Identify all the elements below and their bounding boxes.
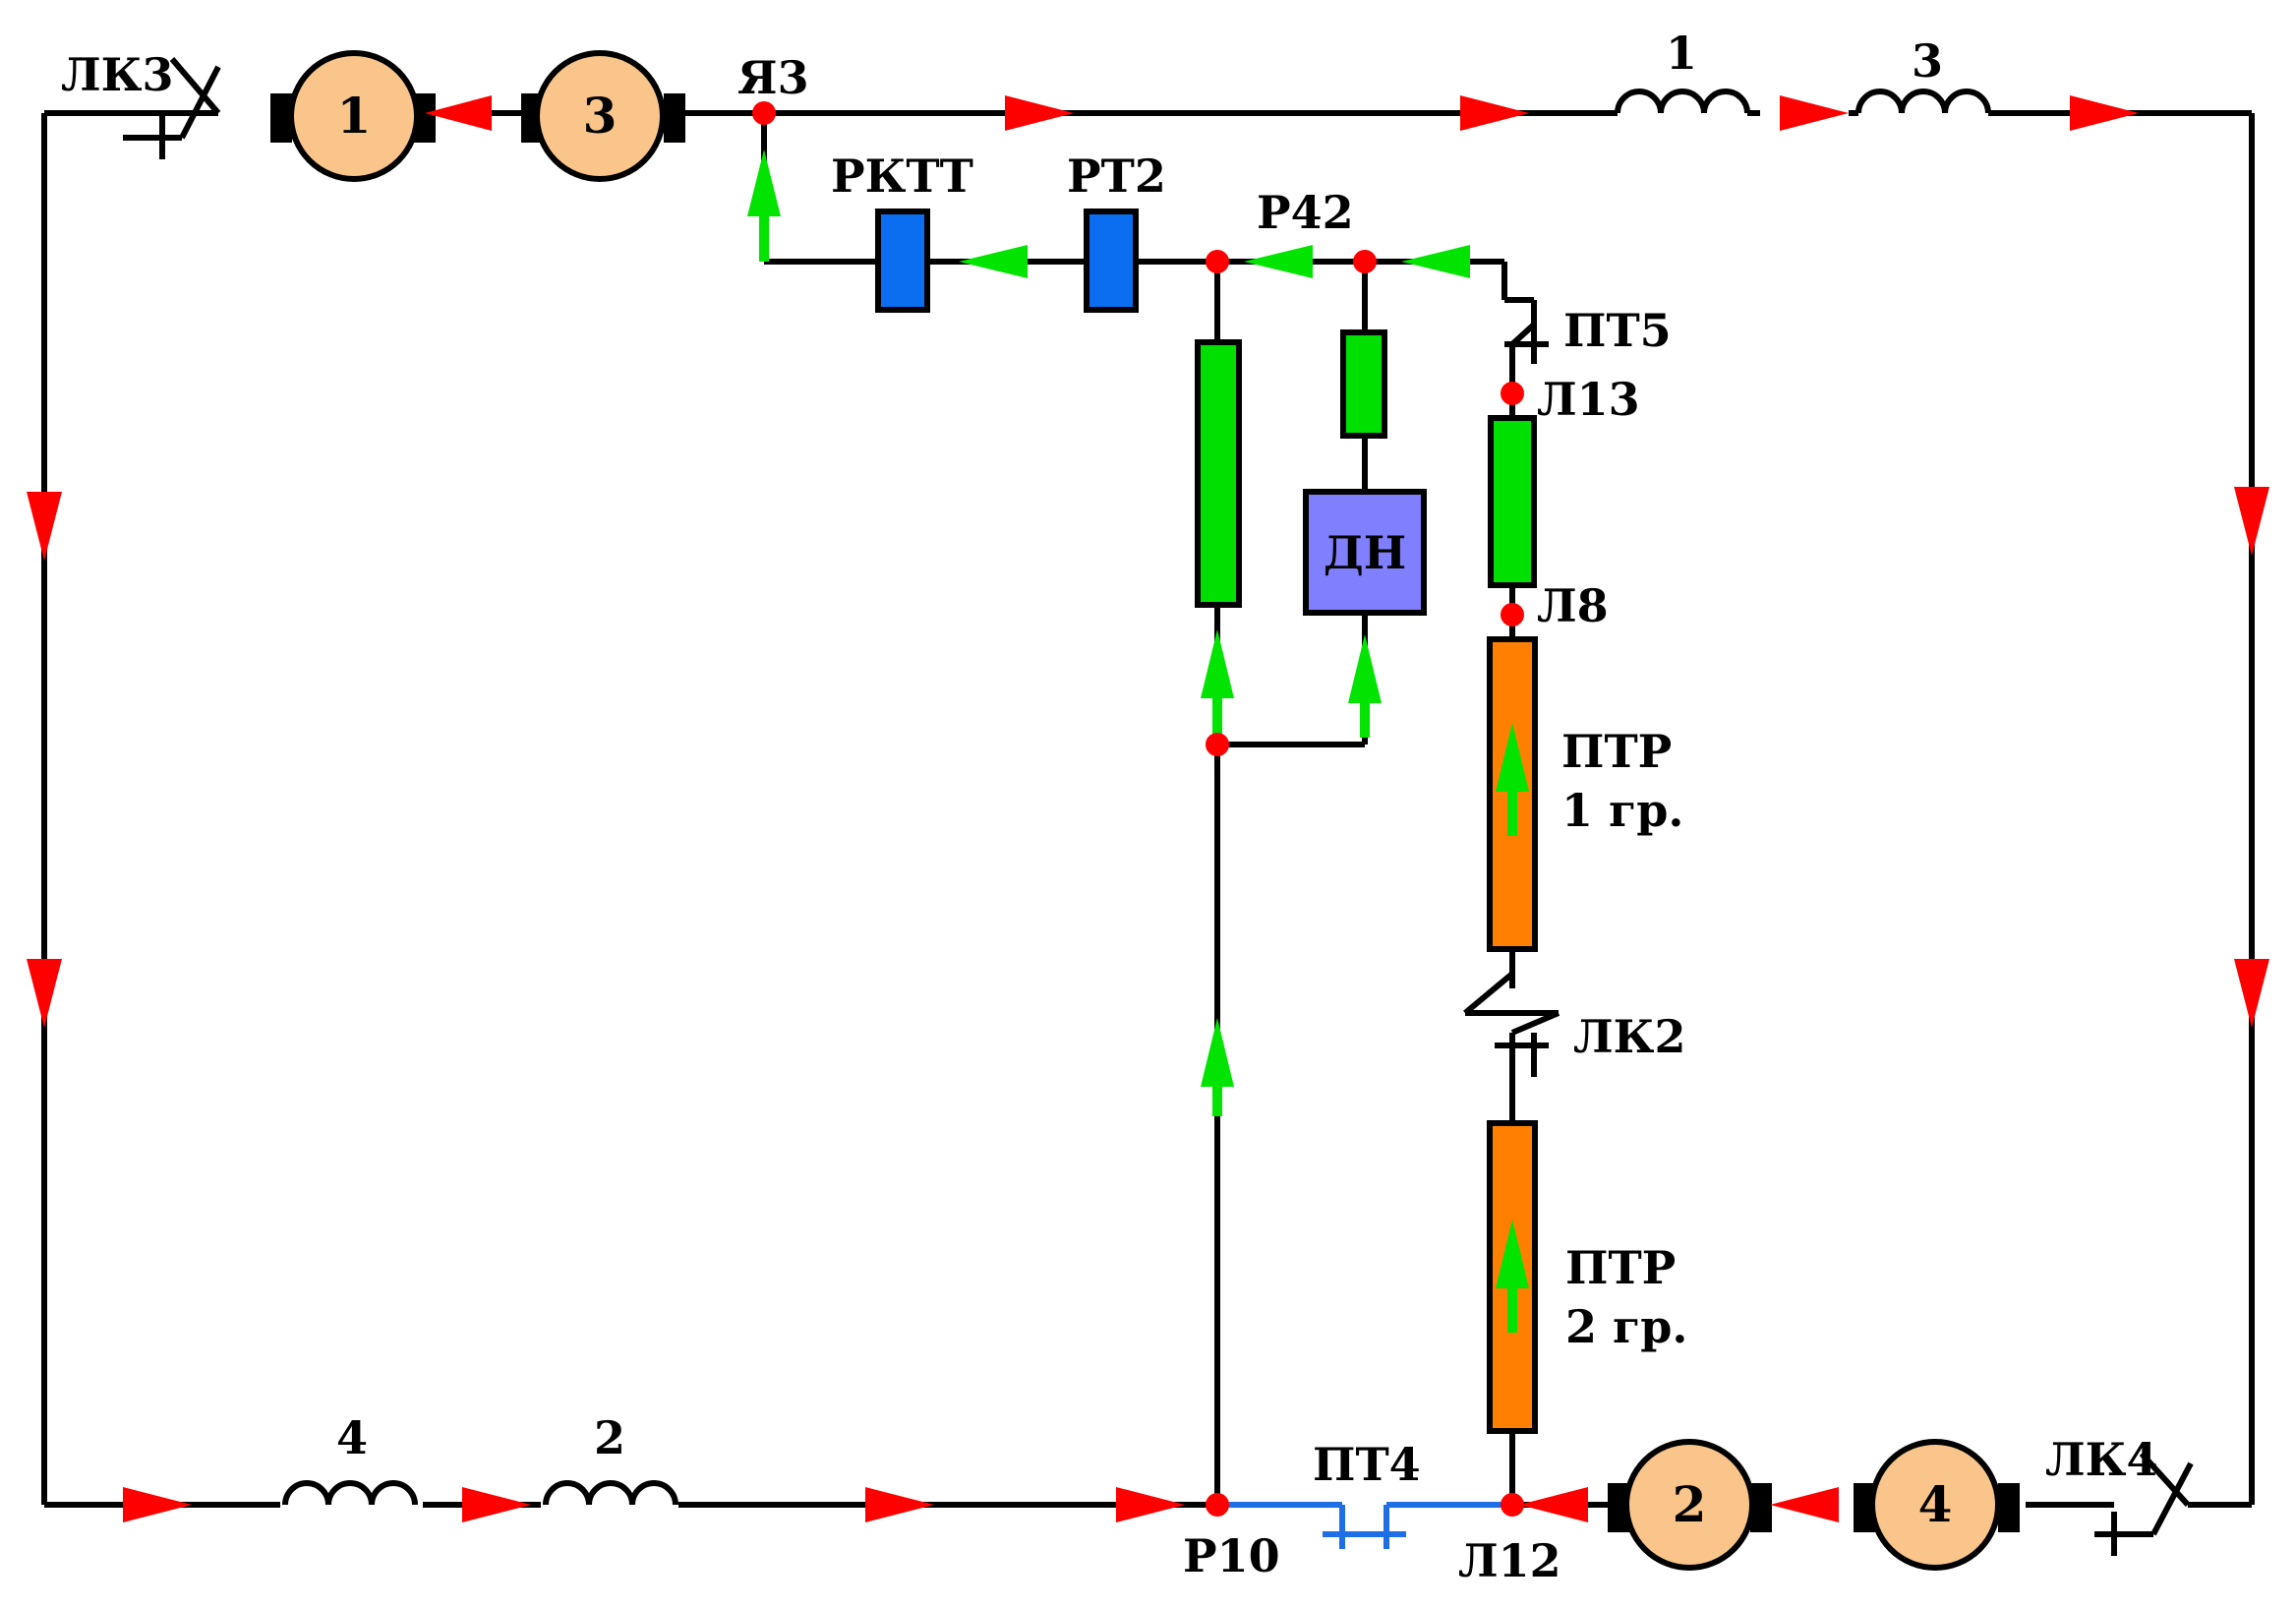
lk4-label: ЛК4 [2045,1433,2158,1486]
winding-2 [543,1480,678,1506]
main-circuit-wires [41,110,2255,1508]
ptr1-label-line2: 1 гр. [1561,784,1683,837]
motor-1: 1 [270,50,436,182]
r42-label: Р42 [1257,186,1354,239]
rktt-coil [875,209,930,313]
lk3-contact [123,57,221,159]
junction-dots [752,101,1524,1517]
motor-2: 2 [1608,1439,1772,1571]
l13-label: Л13 [1537,373,1640,426]
rt2-coil [1084,209,1139,313]
pt5-contact [1504,297,1549,364]
r10-label: Р10 [1183,1529,1280,1582]
winding-1-label: 1 [1666,27,1697,80]
winding-4-label: 4 [336,1411,368,1464]
resistor-middle [1195,339,1242,608]
motor-1-label: 1 [337,87,372,145]
winding-2-label: 2 [594,1411,625,1464]
motor-3: 3 [521,50,685,182]
current-arrows-green [747,149,1529,1333]
l8-label: Л8 [1537,579,1609,632]
pt5-label: ПТ5 [1563,304,1672,357]
pt4-label: ПТ4 [1313,1438,1421,1491]
rktt-label: РКТТ [831,149,973,203]
motor-2-label: 2 [1673,1475,1707,1533]
l12-label: Л12 [1458,1534,1561,1587]
winding-3 [1849,89,1996,116]
lk4-contact [2094,1451,2194,1556]
dn-label: ДН [1324,526,1406,579]
pt4-contact [1323,1505,1406,1549]
resistor-dn [1340,329,1387,439]
winding-3-label: 3 [1912,34,1943,88]
ptr2-label-line2: 2 гр. [1565,1300,1687,1353]
ptr2-label-line1: ПТР [1565,1241,1676,1294]
ya3-label: Я3 [737,51,809,104]
winding-1 [1613,89,1760,116]
motor-3-label: 3 [583,87,618,145]
motor-4-label: 4 [1918,1475,1953,1533]
dn-box: ДН [1303,489,1427,616]
lk2-label: ЛК2 [1573,1010,1686,1063]
current-arrows-red [27,95,2269,1522]
winding-4 [282,1480,418,1506]
lk3-label: ЛК3 [61,48,174,101]
ptr1-label-line1: ПТР [1561,725,1672,778]
resistor-l13-l8 [1488,415,1537,588]
motor-4: 4 [1854,1439,2020,1571]
lk2-contact [1463,949,1560,1077]
rt2-label: РТ2 [1067,149,1166,203]
